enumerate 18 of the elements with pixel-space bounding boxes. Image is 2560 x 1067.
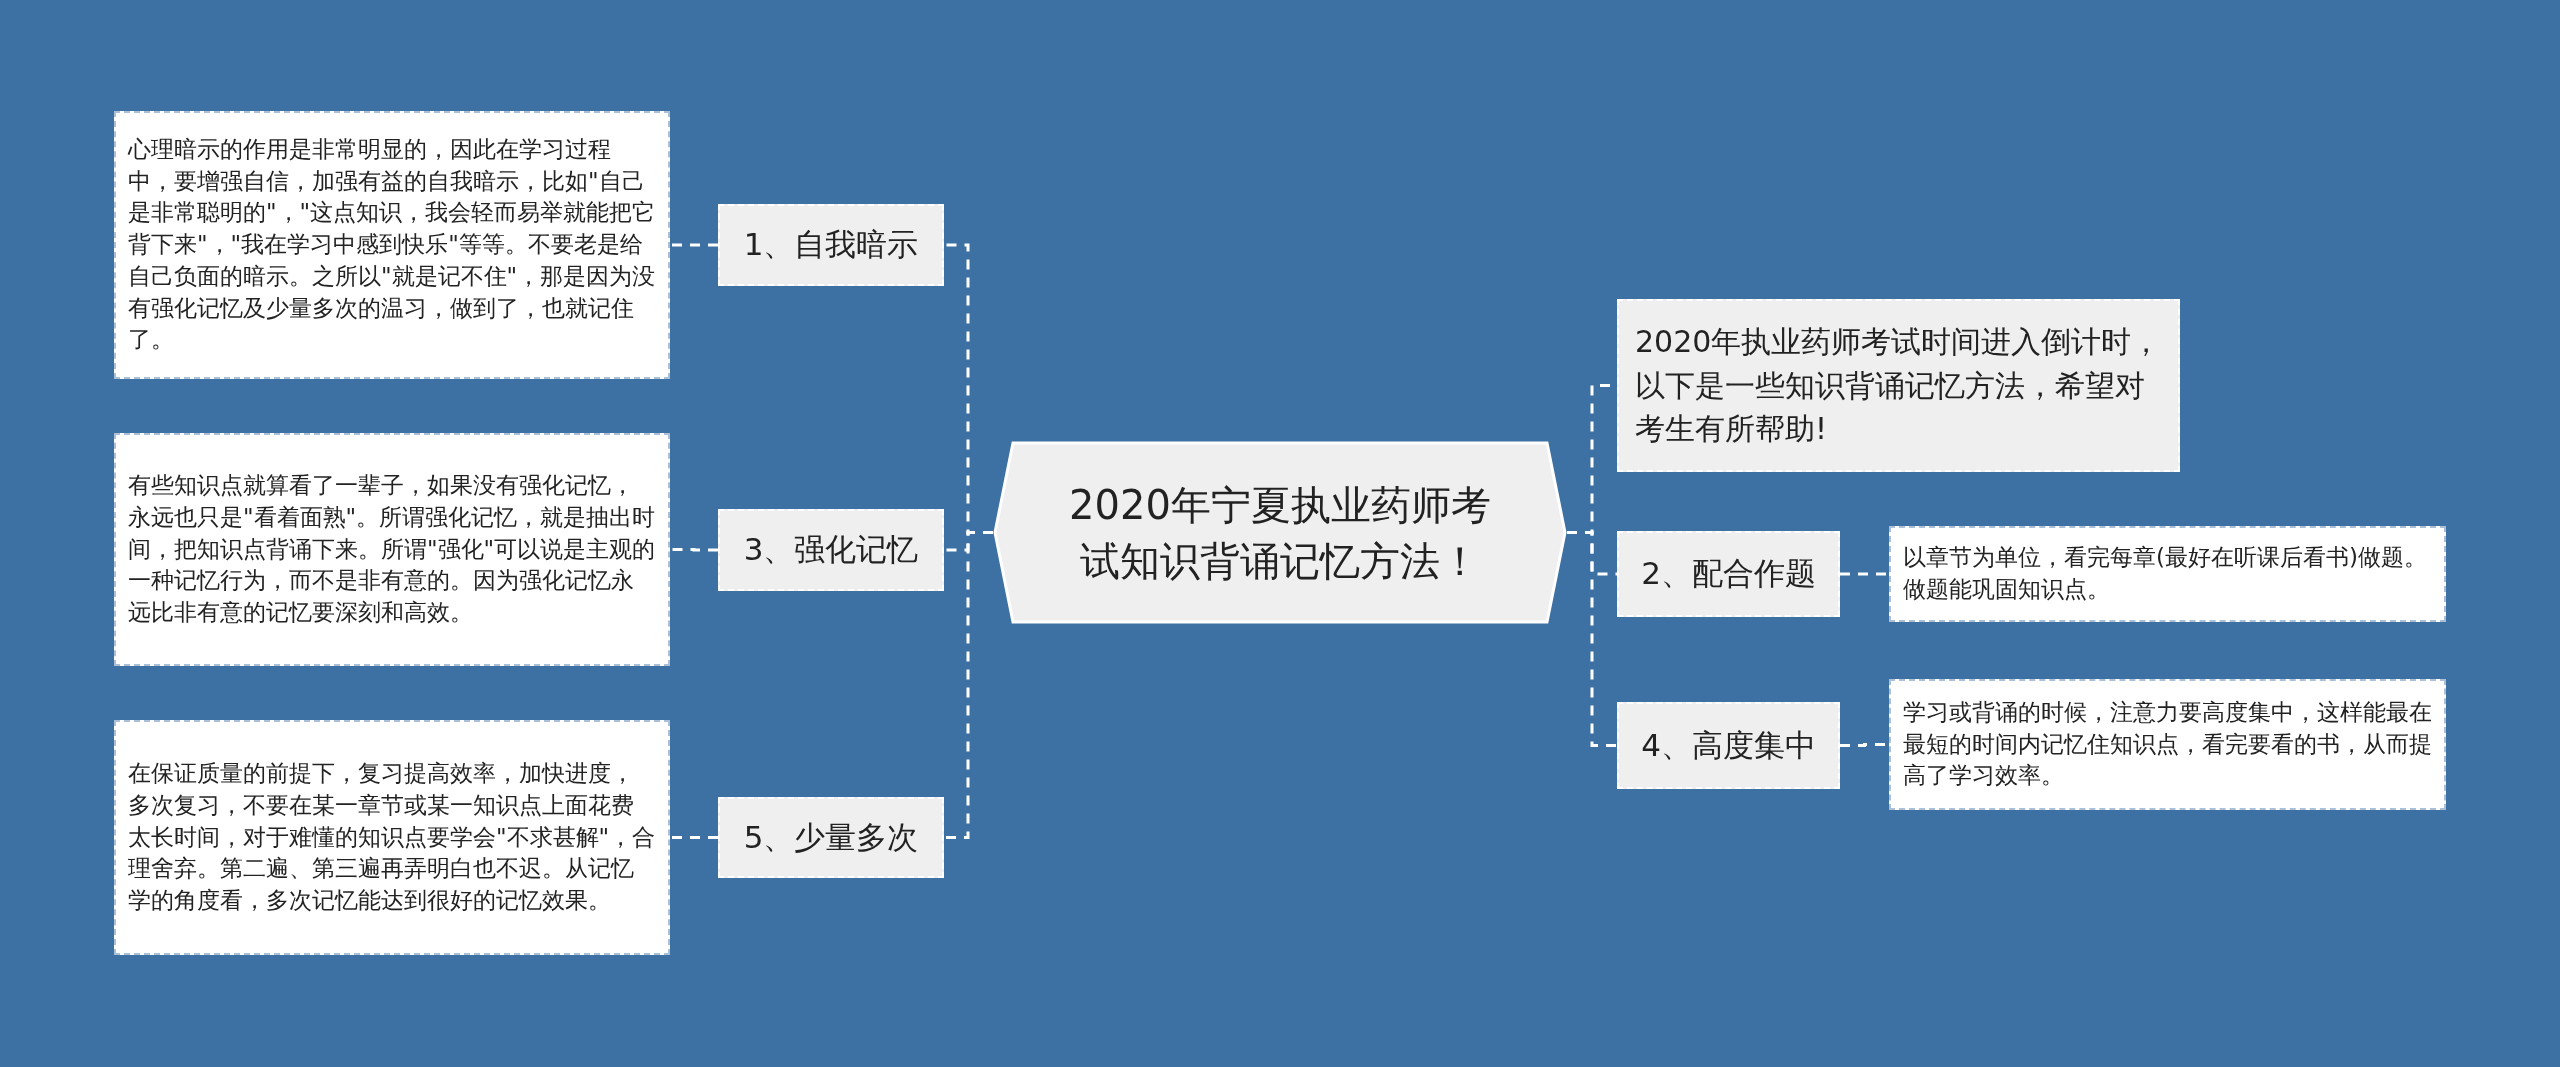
connector	[670, 836, 718, 839]
connector	[670, 548, 718, 552]
branch-box: 5、少量多次	[718, 797, 944, 878]
connector	[1840, 572, 1889, 576]
connector	[944, 531, 993, 839]
topic-hexagon: 2020年宁夏执业药师考试知识背诵记忆方法！	[993, 441, 1567, 624]
intro-box: 2020年执业药师考试时间进入倒计时，以下是一些知识背诵记忆方法，希望对考生有所帮助!	[1617, 299, 2180, 472]
branch-box: 1、自我暗示	[718, 204, 944, 286]
branch-box: 2、配合作题	[1617, 531, 1840, 617]
branch-box: 3、强化记忆	[718, 509, 944, 591]
note-box: 以章节为单位，看完每章(最好在听课后看书)做题。做题能巩固知识点。	[1889, 526, 2446, 622]
note-box: 学习或背诵的时候，注意力要高度集中，这样能最在最短的时间内记忆住知识点，看完要看的书，从而提高了学习效率。	[1889, 679, 2446, 810]
note-box: 心理暗示的作用是非常明显的，因此在学习过程中，要增强自信，加强有益的自我暗示，比如"自己是非常聪明的"，"这点知识，我会轻而易举就能把它背下来"，"我在学习中感到快乐"等等。不要老是给自己负面的暗示。之所以"就是记不住"，那是因为没有强化记忆及少量多次的温习，做到了，也就记住了。	[114, 111, 670, 379]
connector	[1567, 531, 1617, 747]
note-box: 在保证质量的前提下，复习提高效率，加快进度，多次复习，不要在某一章节或某一知识点上面花费太长时间，对于难懂的知识点要学会"不求甚解"，合理舍弃。第二遍、第三遍再弄明白也不迟。从记忆学的角度看，多次记忆能达到很好的记忆效果。	[114, 720, 670, 955]
branch-box: 4、高度集中	[1617, 702, 1840, 789]
connector	[670, 243, 718, 247]
note-box: 有些知识点就算看了一辈子，如果没有强化记忆，永远也只是"看着面熟"。所谓强化记忆，就是抽出时间，把知识点背诵下来。所谓"强化"可以说是主观的一种记忆行为，而不是非有意的。因为强化记忆永远比非有意的记忆要深刻和高效。	[114, 433, 670, 666]
